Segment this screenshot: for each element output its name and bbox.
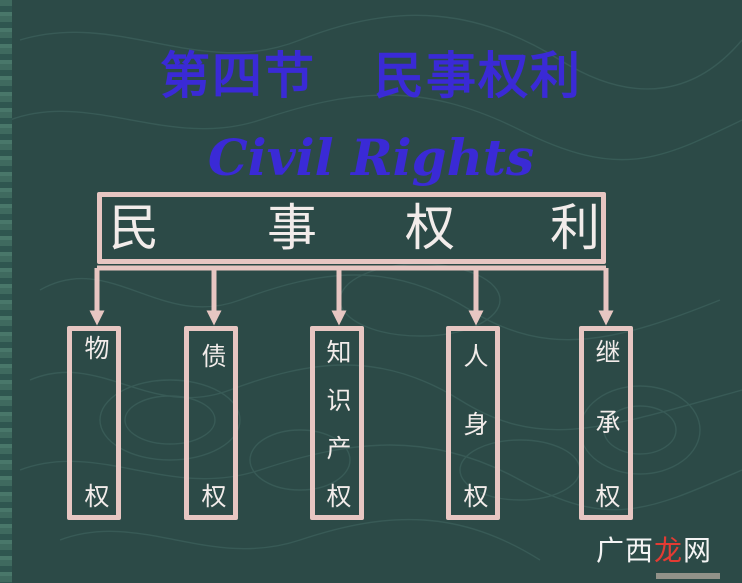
branch-node-char: 承 [595, 408, 621, 437]
branch-node-inheritance [579, 326, 633, 520]
watermark-accent: 龙 [653, 534, 683, 567]
title-chinese: 第四节民事权利 [0, 36, 742, 108]
branch-node-char: 权 [84, 482, 110, 511]
main-node-char: 权 [405, 199, 455, 257]
branch-node-char: 物 [84, 334, 110, 363]
main-node-box [97, 192, 606, 264]
branch-node-char: 人 [463, 342, 489, 371]
branch-node-personal [446, 326, 500, 520]
main-node-char: 利 [550, 199, 600, 257]
title-section-number: 第四节 [160, 47, 316, 105]
branch-node-char: 继 [595, 338, 621, 367]
watermark-underline [656, 573, 720, 579]
watermark-prefix: 广西 [595, 534, 654, 567]
branch-node-char: 识 [326, 386, 352, 415]
branch-node-creditor [184, 326, 238, 520]
branch-node-char: 产 [326, 434, 352, 463]
branch-node-char: 权 [326, 482, 352, 511]
branch-node-intellectual-property [310, 326, 364, 520]
branch-node-char: 债 [201, 342, 227, 371]
branch-node-char: 知 [326, 338, 352, 367]
branch-node-char: 权 [201, 482, 227, 511]
left-edge-strip [0, 0, 12, 583]
watermark-suffix: 网 [682, 534, 712, 567]
main-node-char: 民 [109, 199, 159, 257]
title-section-name: 民事权利 [374, 47, 582, 105]
branch-node-property [67, 326, 121, 520]
watermark-logo: 广西龙网 [596, 529, 712, 569]
branch-node-char: 身 [463, 410, 489, 439]
main-node-char: 事 [267, 199, 317, 257]
branch-node-char: 权 [463, 482, 489, 511]
branch-node-char: 权 [595, 482, 621, 511]
title-english: Civil Rights [207, 128, 535, 187]
